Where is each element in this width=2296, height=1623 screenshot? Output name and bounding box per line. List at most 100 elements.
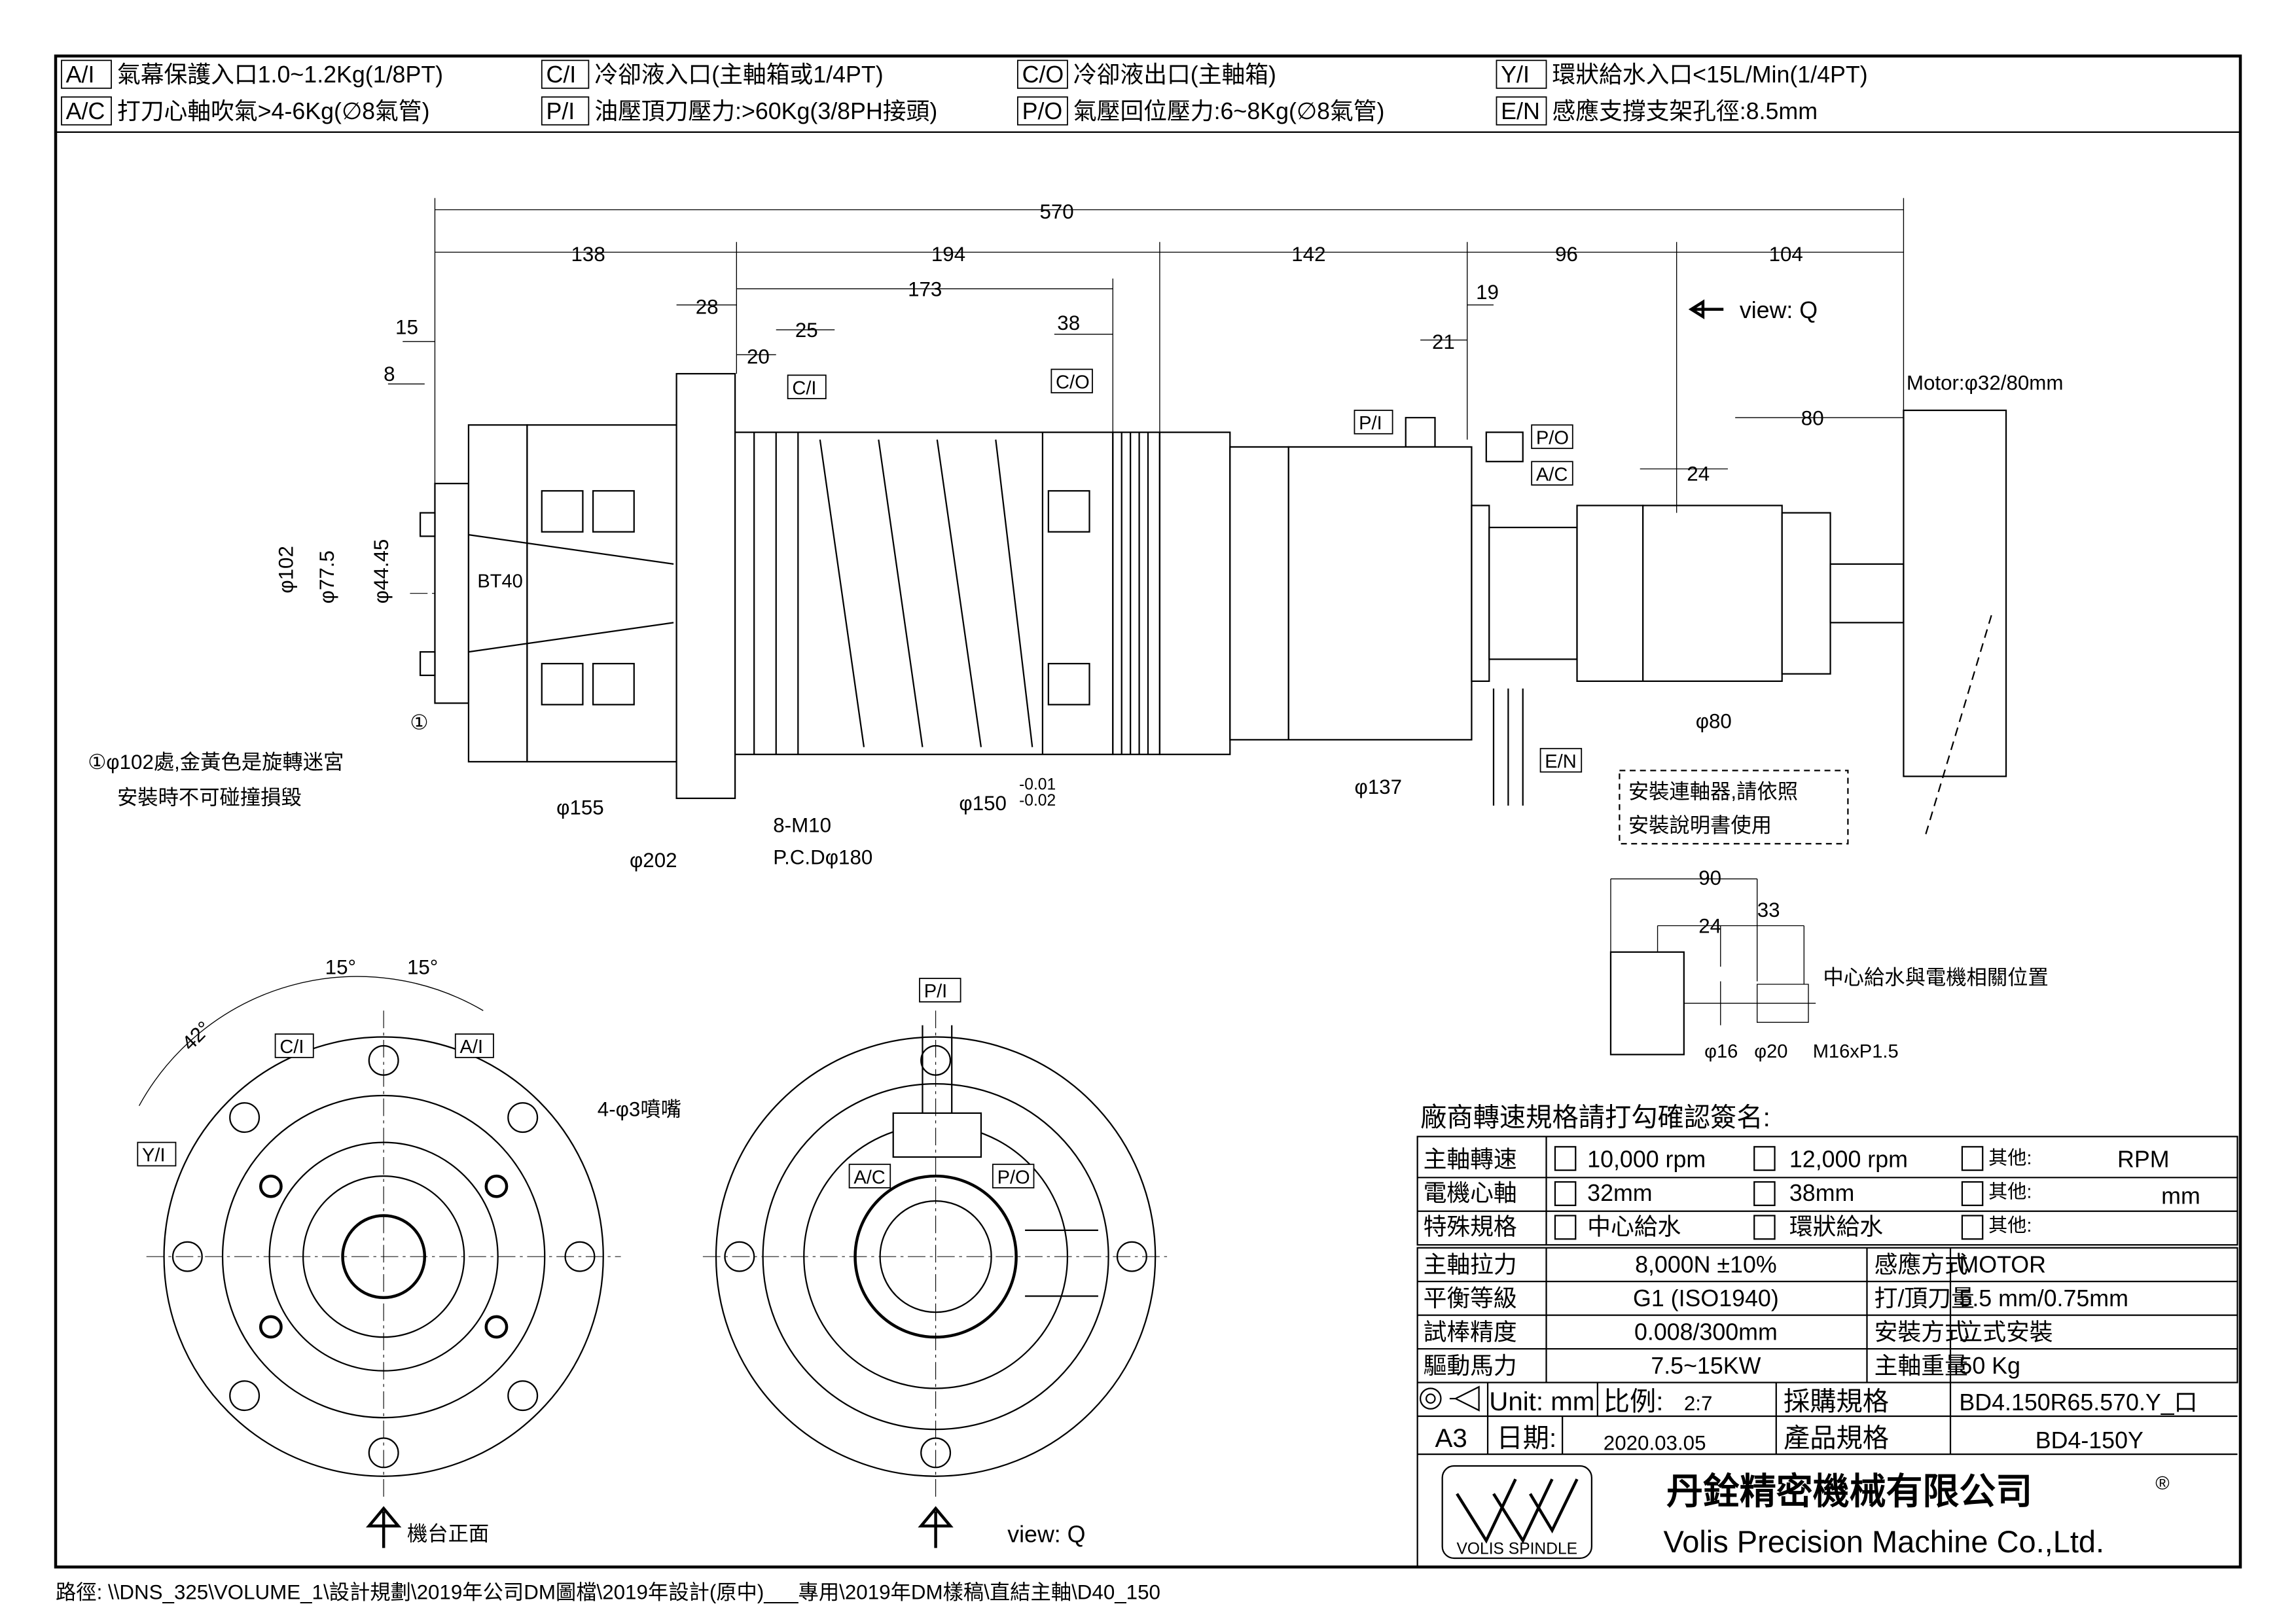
svg-text:8: 8: [384, 363, 395, 385]
cooling-jacket: [734, 431, 1114, 755]
port-tags: C/I C/O P/I P/O A/C E/N: [787, 368, 1583, 773]
svg-text:M16xP1.5: M16xP1.5: [1813, 1041, 1899, 1062]
checkbox-12000rpm[interactable]: [1753, 1146, 1776, 1171]
svg-text:®: ®: [2155, 1473, 2169, 1494]
svg-text:E/N: E/N: [1545, 751, 1576, 772]
title-block: Unit: mm 比例: 2:7 採購規格 BD4.150R65.570.Y_口…: [1416, 1382, 2238, 1567]
svg-text:38: 38: [1057, 312, 1080, 334]
svg-text:P/I: P/I: [546, 98, 575, 124]
svg-text:15: 15: [395, 316, 418, 339]
spec-form-row-speed: 主軸轉速 10,000 rpm 12,000 rpm 其他: RPM: [1424, 1146, 2170, 1173]
svg-text:-0.01: -0.01: [1019, 776, 1056, 793]
checkbox-32mm[interactable]: [1554, 1181, 1577, 1206]
volis-logo: VOLIS SPINDLE: [1441, 1465, 1593, 1560]
svg-text:φ155: φ155: [556, 796, 604, 819]
svg-text:A/C: A/C: [853, 1167, 885, 1188]
svg-text:中心給水: 中心給水: [1587, 1214, 1681, 1240]
svg-text:21: 21: [1432, 330, 1455, 353]
svg-text:view: Q: view: Q: [1740, 297, 1818, 323]
svg-text:142: 142: [1291, 243, 1325, 266]
spec-form-row-motor-shaft: 電機心軸 32mm 38mm 其他: mm: [1424, 1180, 2200, 1209]
svg-text:194: 194: [931, 243, 965, 266]
drawing-border: [54, 54, 2242, 1569]
svg-text:5.5 mm/0.75mm: 5.5 mm/0.75mm: [1959, 1285, 2128, 1311]
svg-text:安裝說明書使用: 安裝說明書使用: [1628, 813, 1772, 836]
svg-text:A3: A3: [1435, 1423, 1467, 1453]
checkbox-center-water[interactable]: [1554, 1215, 1577, 1240]
svg-text:平衡等級: 平衡等級: [1424, 1285, 1517, 1311]
svg-text:感應方式: 感應方式: [1874, 1252, 1968, 1278]
front-view: 15° 15° 42° C/I A/I Y/I 4-φ3噴嘴 機台正面: [137, 955, 681, 1548]
svg-text:8-M10: 8-M10: [773, 813, 831, 836]
svg-text:570: 570: [1039, 200, 1073, 223]
svg-text:A/C: A/C: [1536, 464, 1568, 485]
dimensions: 570 138 194 142 96 104 173 28 20 25 38 1…: [274, 198, 2063, 872]
arrow-up-icon: [918, 1506, 954, 1548]
svg-text:20: 20: [747, 345, 770, 368]
svg-text:24: 24: [1687, 462, 1710, 485]
svg-text:Unit: mm: Unit: mm: [1489, 1387, 1594, 1416]
checkbox-other-speed[interactable]: [1961, 1146, 1984, 1171]
checkbox-other-shaft[interactable]: [1961, 1181, 1984, 1206]
svg-text:主軸拉力: 主軸拉力: [1424, 1252, 1517, 1278]
svg-text:VOLIS SPINDLE: VOLIS SPINDLE: [1457, 1540, 1578, 1558]
svg-text:8,000N ±10%: 8,000N ±10%: [1635, 1252, 1777, 1278]
svg-text:P/O: P/O: [1536, 427, 1569, 448]
svg-text:特殊規格: 特殊規格: [1424, 1214, 1517, 1240]
motor-flange: [1903, 409, 2007, 777]
checkbox-other-special[interactable]: [1961, 1215, 1984, 1240]
svg-text:環狀給水入口<15L/Min(1/4PT): 環狀給水入口<15L/Min(1/4PT): [1552, 62, 1867, 88]
svg-text:A/C: A/C: [66, 98, 105, 124]
svg-text:其他:: 其他:: [1988, 1215, 2032, 1236]
svg-text:中心給水與電機相關位置: 中心給水與電機相關位置: [1823, 966, 2048, 989]
svg-text:50 Kg: 50 Kg: [1959, 1353, 2020, 1379]
svg-text:試棒精度: 試棒精度: [1424, 1319, 1517, 1346]
coupling: [1576, 505, 1644, 683]
svg-text:φ77.5: φ77.5: [315, 550, 338, 603]
svg-text:2:7: 2:7: [1684, 1392, 1713, 1415]
svg-text:138: 138: [571, 243, 605, 266]
svg-text:φ137: φ137: [1354, 776, 1402, 798]
svg-text:33: 33: [1757, 899, 1780, 921]
checkbox-10000rpm[interactable]: [1554, 1146, 1577, 1171]
svg-text:Volis Precision Machine Co.,Lt: Volis Precision Machine Co.,Ltd.: [1664, 1524, 2105, 1559]
svg-text:主軸轉速: 主軸轉速: [1424, 1147, 1517, 1173]
svg-text:P.C.Dφ180: P.C.Dφ180: [773, 846, 872, 869]
svg-text:立式安裝: 立式安裝: [1959, 1319, 2053, 1346]
svg-text:比例:: 比例:: [1604, 1387, 1664, 1416]
svg-text:4-φ3噴嘴: 4-φ3噴嘴: [598, 1097, 681, 1120]
svg-text:冷卻液出口(主軸箱): 冷卻液出口(主軸箱): [1073, 62, 1276, 88]
svg-text:φ150: φ150: [959, 792, 1007, 815]
svg-text:P/O: P/O: [1022, 98, 1063, 124]
svg-text:90: 90: [1698, 866, 1721, 889]
svg-text:G1 (ISO1940): G1 (ISO1940): [1633, 1285, 1779, 1311]
svg-text:Y/I: Y/I: [1501, 62, 1530, 88]
svg-text:P/I: P/I: [1359, 413, 1382, 434]
svg-text:φ20: φ20: [1754, 1041, 1787, 1062]
coupling-note-box: [1619, 770, 1849, 845]
svg-text:φ44.45: φ44.45: [370, 539, 393, 604]
svg-text:10,000 rpm: 10,000 rpm: [1587, 1147, 1706, 1173]
svg-text:環狀給水: 環狀給水: [1789, 1214, 1883, 1240]
checkbox-38mm[interactable]: [1753, 1181, 1776, 1206]
checkbox-ring-water[interactable]: [1753, 1215, 1776, 1240]
svg-text:BT40: BT40: [477, 571, 523, 592]
svg-text:φ80: φ80: [1696, 709, 1732, 732]
projection-symbol-icon: [1420, 1385, 1480, 1412]
rear-view-q: P/I A/C P/O view: Q: [702, 978, 1172, 1548]
file-path: 路徑: \\DNS_325\VOLUME_1\設計規劃\2019年公司DM圖檔\…: [56, 1581, 1160, 1604]
spindle-side-view: BT40 ①: [410, 372, 2007, 836]
svg-text:A/I: A/I: [459, 1037, 483, 1058]
note-labyrinth-2: 安裝時不可碰撞損毀: [117, 786, 302, 809]
rear-housing: [1287, 446, 1473, 741]
svg-text:產品規格: 產品規格: [1784, 1423, 1889, 1453]
